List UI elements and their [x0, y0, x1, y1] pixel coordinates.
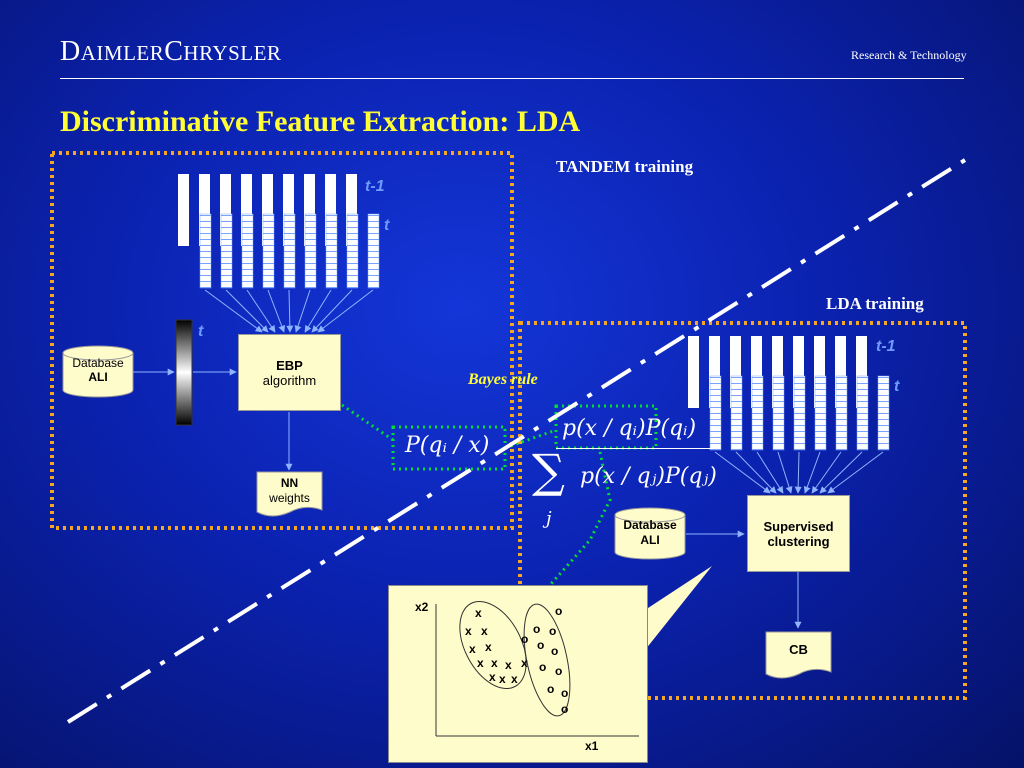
gradient-time-label: t	[198, 323, 204, 340]
scatter-point-o: o	[561, 686, 569, 700]
tandem-vectors-curr	[199, 213, 380, 289]
slide-title: Discriminative Feature Extraction: LDA	[60, 105, 581, 138]
scatter-point-o: o	[549, 624, 557, 638]
cluster-x-ellipse	[459, 600, 527, 690]
lda-frame	[518, 321, 967, 700]
denominator-formula: p(x / qⱼ)P(qⱼ)	[580, 464, 717, 489]
lda-database-cylinder	[614, 507, 686, 560]
scatter-point-x: x	[465, 624, 472, 638]
scatter-point-x: x	[505, 658, 512, 672]
fraction-bar	[556, 448, 720, 449]
sum-index: j	[546, 508, 552, 529]
scatter-point-o: o	[561, 702, 569, 716]
lda-vectors-prev	[688, 336, 867, 408]
scatter-y-label: x2	[415, 600, 429, 614]
scatter-point-o: o	[555, 664, 563, 678]
brand-logo: DAIMLERCHRYSLER	[60, 36, 282, 67]
ebp-algorithm-box: EBP algorithm	[238, 334, 341, 411]
ebp-link-dots	[341, 403, 394, 442]
scatter-point-o: o	[539, 660, 547, 674]
lda-section-label: LDA training	[826, 294, 924, 313]
tandem-vectors-prev	[178, 174, 357, 246]
scatter-axes	[435, 600, 639, 737]
scatter-point-o: o	[521, 632, 529, 646]
posterior-formula: P(qᵢ / x)	[405, 433, 490, 458]
cluster-o-ellipse	[523, 603, 571, 717]
numerator-formula: p(x / qᵢ)P(qᵢ)	[562, 416, 697, 441]
scatter-point-o: o	[533, 622, 541, 636]
scatter-point-x: x	[477, 656, 484, 670]
scatter-link-dots	[548, 451, 612, 586]
tandem-converge-arrows	[204, 289, 374, 333]
lda-time-prev: t-1	[876, 338, 896, 355]
supervised-clustering-box: Supervised clustering	[747, 495, 850, 572]
lda-database-label: Database ALI	[623, 518, 677, 547]
codebook-doc	[765, 631, 832, 679]
nn-weights-doc	[256, 471, 323, 517]
lda-time-curr: t	[894, 378, 900, 395]
scatter-point-x: x	[499, 672, 506, 686]
scatter-point-o: o	[537, 638, 545, 652]
gradient-feature-bar	[175, 319, 193, 426]
scatter-point-x: x	[481, 624, 488, 638]
lda-vectors-curr	[709, 375, 890, 451]
lda-converge-arrows	[714, 451, 884, 494]
tandem-database-label: Database ALI	[72, 356, 124, 384]
sum-symbol: ∑	[532, 444, 565, 498]
codebook-label: CB	[789, 642, 808, 657]
header-divider	[60, 78, 964, 79]
scatter-point-o: o	[547, 682, 555, 696]
tandem-time-curr: t	[384, 217, 390, 234]
scatter-point-x: x	[521, 656, 528, 670]
bayes-rule-label: Bayes rule	[468, 371, 538, 388]
tandem-section-label: TANDEM training	[556, 157, 694, 176]
scatter-x-label: x1	[585, 739, 599, 753]
nn-weights-label: NN weights	[269, 476, 310, 505]
tandem-frame	[50, 151, 514, 530]
scatter-point-x: x	[491, 656, 498, 670]
scatter-point-o: o	[555, 604, 563, 618]
scatter-point-x: x	[475, 606, 482, 620]
tandem-time-prev: t-1	[365, 178, 385, 195]
division-label: Research & Technology	[851, 48, 967, 62]
callout-wedge	[645, 566, 712, 650]
scatter-point-x: x	[485, 640, 492, 654]
scatter-point-x: x	[511, 672, 518, 686]
scatter-point-o: o	[551, 644, 559, 658]
scatter-point-x: x	[489, 670, 496, 684]
separator-line	[66, 158, 967, 724]
tandem-database-cylinder	[62, 345, 134, 398]
scatter-point-x: x	[469, 642, 476, 656]
